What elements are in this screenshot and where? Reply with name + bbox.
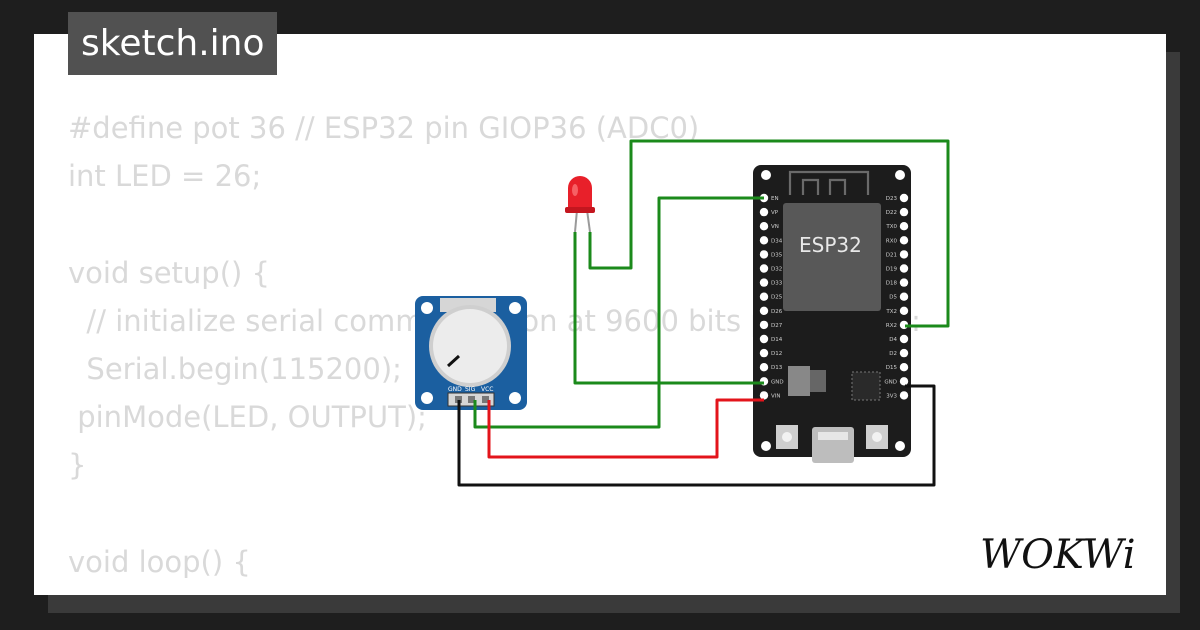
right-pin-label: TX2 [885, 309, 897, 315]
right-pin[interactable] [899, 306, 909, 315]
left-pin-label: D13 [771, 365, 783, 371]
left-pin[interactable] [759, 306, 769, 315]
right-pin-label: RX0 [886, 238, 898, 244]
left-pin[interactable] [759, 363, 769, 372]
right-pin-label: TX0 [885, 224, 897, 230]
left-pin-label: D33 [771, 281, 783, 287]
left-pin[interactable] [759, 334, 769, 344]
right-pin[interactable] [899, 250, 909, 259]
left-pin[interactable] [759, 207, 769, 217]
right-pin-label: GND [884, 379, 897, 385]
right-pin[interactable] [899, 278, 909, 287]
code-line: int LED = 26; [68, 159, 262, 194]
right-pin[interactable] [899, 363, 909, 372]
right-pin-label: D2 [889, 351, 897, 357]
wires [457, 139, 950, 487]
left-pin[interactable] [759, 250, 769, 259]
left-pin[interactable] [759, 292, 769, 301]
left-pin-label: D14 [771, 337, 783, 343]
left-pin-label: VN [771, 224, 779, 230]
esp32-board[interactable]: ESP32 ENVPVND34D35D32D33D25D26D27D14D12D… [753, 165, 911, 463]
wire-pot-sig [473, 196, 764, 429]
left-pin[interactable] [759, 264, 769, 273]
right-pin-label: D23 [886, 196, 898, 202]
right-pin[interactable] [899, 292, 909, 301]
pot-pin-label-vcc: VCC [481, 386, 493, 393]
code-card: #define pot 36 // ESP32 pin GIOP36 (ADC0… [34, 34, 1166, 595]
wire-led-anode [588, 139, 950, 328]
left-pin[interactable] [759, 236, 769, 245]
left-pin-label: D26 [771, 309, 783, 315]
left-pin-label: D35 [771, 252, 783, 258]
right-pin[interactable] [899, 264, 909, 273]
left-pin[interactable] [759, 222, 769, 231]
right-pin-label: D22 [886, 210, 897, 216]
right-pin[interactable] [899, 391, 909, 400]
knob-indicator [446, 354, 461, 368]
voltage-regulator [788, 366, 810, 396]
right-pin-label: D19 [886, 267, 898, 273]
code-line: Serial.begin(115200); [68, 352, 402, 387]
right-pin[interactable] [899, 348, 909, 358]
left-pin-label: GND [771, 379, 784, 385]
code-line: void loop() { [68, 544, 251, 579]
left-pin-label: D27 [771, 323, 783, 329]
left-pin-label: D32 [771, 267, 782, 273]
right-pin[interactable] [899, 377, 909, 386]
file-name-tab[interactable]: sketch.ino [68, 12, 278, 75]
left-pin-label: D12 [771, 351, 782, 357]
potentiometer[interactable]: GND SIG VCC [415, 296, 527, 410]
usb-uart-chip [851, 371, 881, 401]
right-pin-label: 3V3 [886, 393, 897, 399]
left-pin-label: VP [771, 210, 779, 216]
esp32-chip-label: ESP32 [799, 233, 862, 257]
wokwi-logo: WOKWi [980, 532, 1136, 578]
potentiometer-knob [433, 309, 507, 383]
right-pin-header [899, 193, 909, 400]
wire-led-cathode-gnd [573, 232, 764, 385]
pot-pin-label-gnd: GND [448, 386, 462, 393]
code-block: #define pot 36 // ESP32 pin GIOP36 (ADC0… [68, 104, 936, 595]
pot-pin-label-sig: SIG [465, 386, 476, 393]
left-pin[interactable] [759, 278, 769, 287]
right-pin-label: D21 [886, 252, 897, 258]
right-pin-label: D15 [886, 365, 898, 371]
right-pin[interactable] [899, 236, 909, 245]
wokwi-logo-text: WOKWi [980, 532, 1136, 578]
right-pin[interactable] [899, 193, 909, 203]
right-pin[interactable] [899, 222, 909, 231]
code-line: } [68, 448, 87, 483]
wire-pot-vcc [487, 398, 764, 459]
right-pin[interactable] [899, 334, 909, 344]
red-led[interactable] [565, 176, 595, 233]
code-line: #define pot 36 // ESP32 pin GIOP36 (ADC0… [68, 111, 700, 145]
right-pin-label: RX2 [886, 323, 897, 329]
left-pin[interactable] [759, 320, 769, 330]
left-pin-label: D25 [771, 295, 783, 301]
wire-pot-gnd [457, 384, 936, 487]
esp32-chip [783, 203, 881, 311]
left-pin[interactable] [759, 348, 769, 358]
right-pin[interactable] [899, 207, 909, 217]
right-pin-label: D5 [889, 295, 897, 301]
right-pin-label: D18 [886, 281, 898, 287]
left-pin[interactable] [759, 391, 769, 400]
code-line: // read the input on analog pin GIOP36: … [68, 586, 936, 595]
antenna-trace [788, 170, 870, 195]
code-line: void setup() { [68, 255, 270, 290]
left-pin-header [759, 193, 769, 400]
left-pin-label: EN [771, 196, 779, 202]
left-pin-label: D34 [771, 238, 783, 244]
right-pin-label: D4 [889, 337, 897, 343]
left-pin-label: VIN [771, 393, 781, 399]
code-line: pinMode(LED, OUTPUT); [68, 400, 427, 435]
